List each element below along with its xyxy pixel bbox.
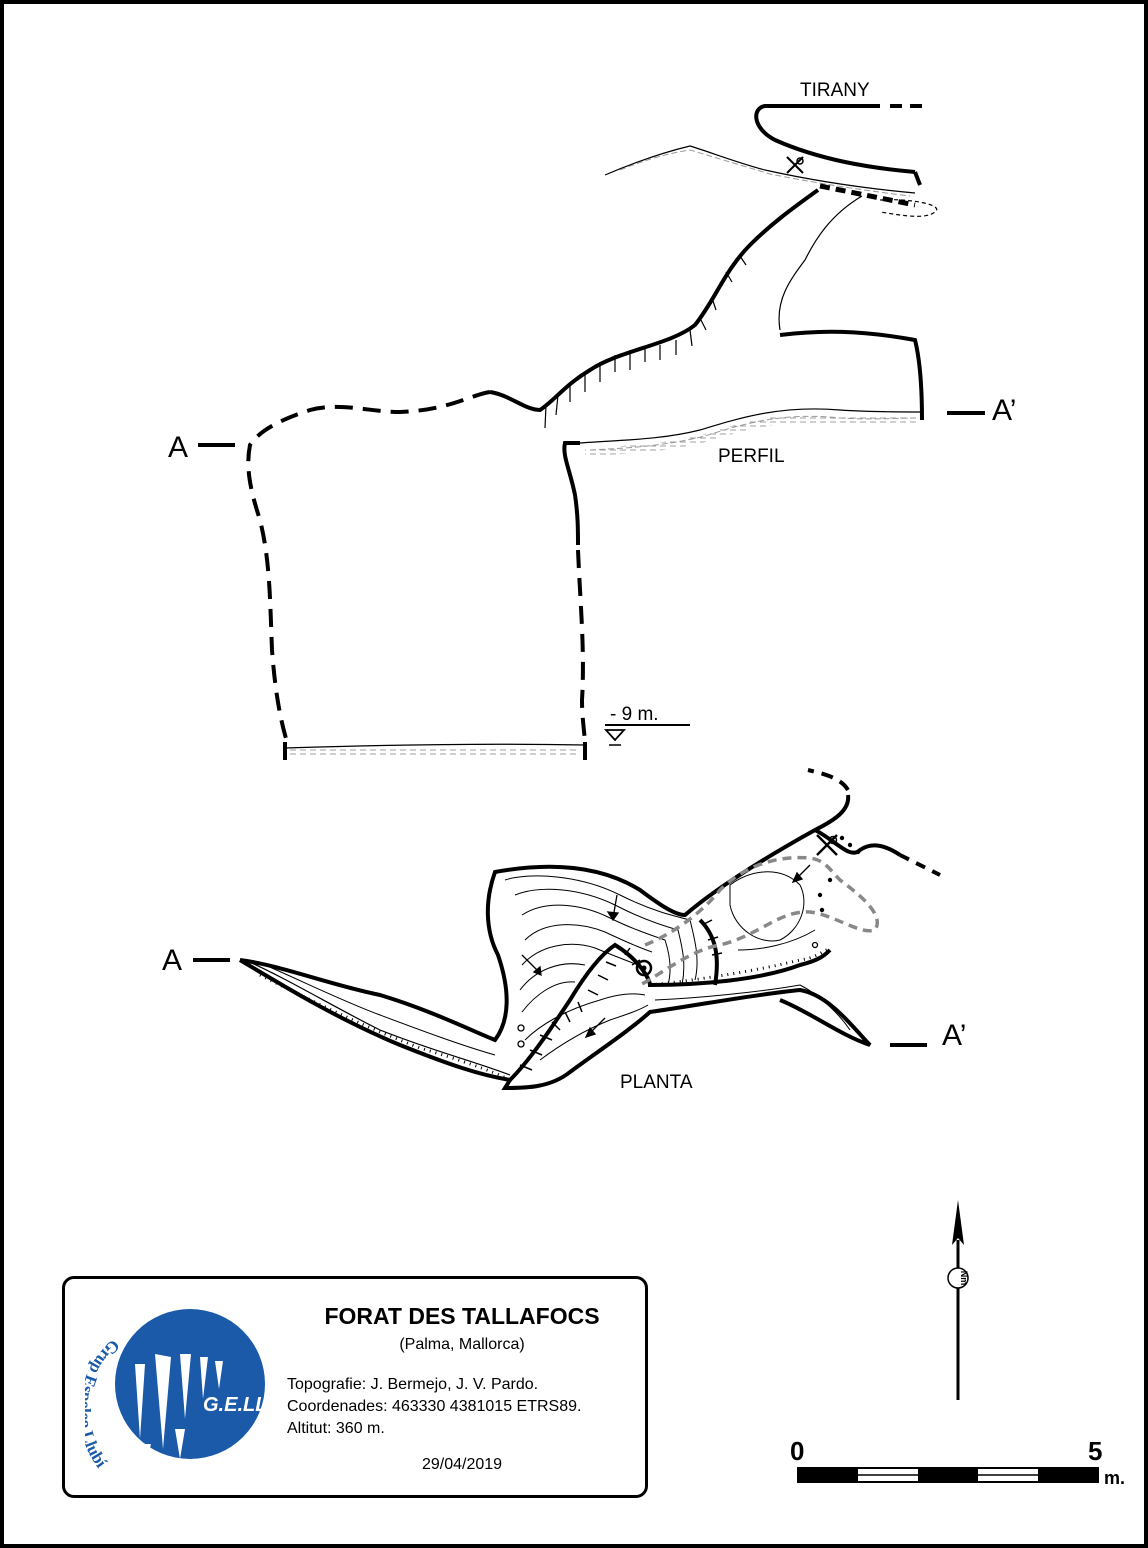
logo-full-name: Grup Espeleo Llubí bbox=[85, 1336, 123, 1471]
plan-section bbox=[193, 768, 941, 1091]
plan-inner-wall bbox=[508, 942, 832, 1082]
scale-end: 5 bbox=[1088, 1436, 1102, 1466]
label-planta: PLANTA bbox=[620, 1072, 693, 1093]
svg-text:Grup Espeleo Llubí: Grup Espeleo Llubí bbox=[85, 1336, 123, 1471]
title-block: G.E.LL. Grup Espeleo Llubí FORAT DES TAL… bbox=[62, 1276, 648, 1498]
profile-chamber-dashed bbox=[246, 390, 491, 746]
water-level-icon bbox=[603, 724, 690, 746]
coordinates: Coordenades: 463330 4381015 ETRS89. bbox=[287, 1398, 582, 1415]
profile-upper-chamber bbox=[779, 329, 924, 421]
label-tirany: TIRANY bbox=[800, 80, 870, 101]
profile-section bbox=[198, 104, 985, 760]
plan-excavation-icon bbox=[816, 834, 838, 856]
topography-credit: Topografie: J. Bermejo, J. V. Pardo. bbox=[287, 1376, 539, 1393]
label-section-a-profile: A bbox=[168, 431, 188, 464]
north-arrow-label: Nm bbox=[959, 1271, 969, 1286]
tirany-path-line bbox=[754, 104, 916, 174]
scale-unit: m. bbox=[1104, 1468, 1125, 1488]
gell-logo: G.E.LL. Grup Espeleo Llubí bbox=[85, 1309, 273, 1471]
logo-short-name: G.E.LL. bbox=[203, 1394, 273, 1416]
profile-left-wall bbox=[489, 188, 820, 413]
altitude: Altitut: 360 m. bbox=[287, 1420, 385, 1437]
profile-upper-floor bbox=[579, 408, 921, 444]
ground-surface bbox=[604, 145, 916, 194]
pit-icon bbox=[635, 959, 653, 977]
scale-start: 0 bbox=[790, 1436, 804, 1466]
label-perfil: PERFIL bbox=[718, 446, 785, 467]
label-section-a2-profile: A’ bbox=[992, 394, 1016, 427]
cave-location: (Palma, Mallorca) bbox=[399, 1336, 525, 1353]
profile-floor bbox=[284, 743, 586, 749]
cave-name: FORAT DES TALLAFOCS bbox=[324, 1303, 600, 1329]
surface-projection bbox=[639, 855, 879, 987]
survey-date: 29/04/2019 bbox=[421, 1456, 503, 1473]
north-arrow-icon: Nm bbox=[947, 1200, 969, 1400]
survey-info: FORAT DES TALLAFOCS (Palma, Mallorca) To… bbox=[287, 1299, 637, 1474]
label-section-a-plan: A bbox=[162, 944, 182, 977]
excavation-icon bbox=[786, 156, 804, 174]
block-dots bbox=[817, 835, 861, 913]
label-section-a2-plan: A’ bbox=[942, 1019, 966, 1052]
label-depth: - 9 m. bbox=[610, 704, 659, 725]
plan-outer-wall bbox=[239, 794, 851, 1043]
formation-symbols bbox=[517, 941, 819, 1048]
plan-lower-wall bbox=[238, 958, 872, 1091]
scale-bar: 0 5 m. bbox=[790, 1436, 1125, 1488]
profile-right-wall bbox=[562, 441, 580, 546]
